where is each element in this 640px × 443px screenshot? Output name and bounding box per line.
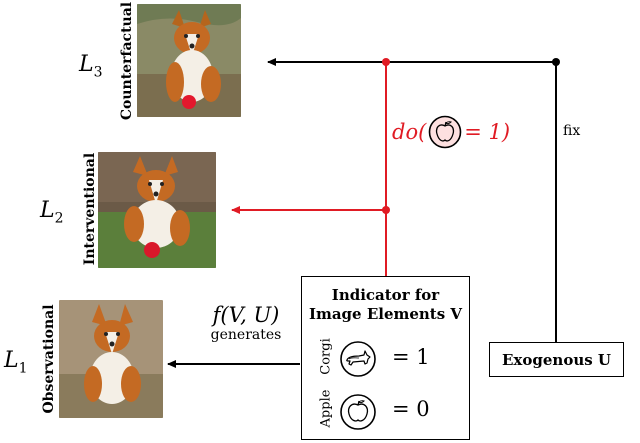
counterfactual-image bbox=[137, 4, 241, 117]
level-letter: L bbox=[79, 52, 94, 77]
indicator-title-line1: Indicator for bbox=[331, 286, 440, 304]
fix-label: fix bbox=[563, 123, 581, 139]
counterfactual-label: Counterfactual bbox=[119, 1, 135, 121]
level-subscript: 3 bbox=[93, 64, 103, 81]
indicator-title-line2: Image Elements V bbox=[308, 305, 463, 323]
level-subscript: 2 bbox=[54, 210, 64, 227]
function-caption: generates bbox=[210, 327, 282, 343]
observational-image bbox=[59, 300, 163, 418]
observational-label: Observational bbox=[41, 304, 57, 414]
exogenous-label: Exogenous U bbox=[502, 350, 611, 369]
level-letter: L bbox=[4, 348, 19, 373]
do-operator-text: do( bbox=[392, 120, 427, 144]
apple-row-label: Apple bbox=[318, 389, 334, 428]
intervention-junction-dot-top bbox=[382, 58, 390, 66]
intervention-value: = 1) bbox=[464, 120, 511, 144]
corgi-row-label: Corgi bbox=[318, 338, 334, 375]
indicator-title: Indicator for Image Elements V bbox=[302, 286, 469, 324]
interventional-label: Interventional bbox=[82, 152, 98, 266]
generating-function: f(V, U) generates bbox=[196, 303, 296, 343]
indicator-box: Indicator for Image Elements V Corgi = 1… bbox=[301, 276, 470, 440]
apple-value: = 0 bbox=[392, 397, 430, 421]
level-l3-symbol: L3 bbox=[79, 52, 103, 80]
interventional-image bbox=[98, 152, 216, 268]
apple-icon bbox=[339, 393, 377, 431]
intervention-junction-dot-mid bbox=[382, 206, 390, 214]
level-letter: L bbox=[40, 198, 55, 223]
exogenous-box: Exogenous U bbox=[489, 342, 624, 377]
function-formula: f(V, U) bbox=[212, 303, 280, 327]
level-l2-symbol: L2 bbox=[40, 198, 64, 226]
level-subscript: 1 bbox=[18, 360, 28, 377]
corgi-value: = 1 bbox=[392, 345, 430, 369]
intervention-label: do( = 1) bbox=[392, 115, 510, 149]
fix-junction-dot bbox=[552, 58, 560, 66]
apple-icon bbox=[428, 115, 462, 149]
corgi-icon bbox=[339, 340, 377, 378]
level-l1-symbol: L1 bbox=[4, 348, 28, 376]
